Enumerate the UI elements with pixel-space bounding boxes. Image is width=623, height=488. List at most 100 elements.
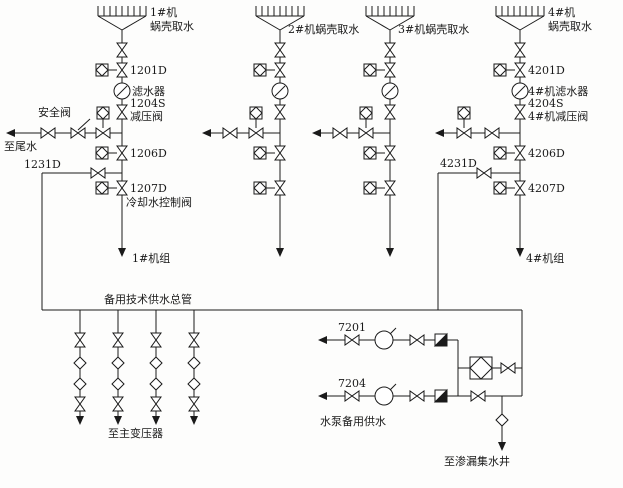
valve-icon — [150, 332, 162, 348]
safety-valve-label: 安全阀 — [38, 105, 71, 119]
actuator-icon — [249, 106, 263, 129]
pump-7204-label: 7204 — [338, 377, 366, 390]
valve-icon — [112, 396, 124, 412]
actuator-icon — [363, 63, 386, 77]
valve-4206d-label: 4206D — [528, 147, 565, 160]
pump-backup-supply-label: 水泵备用供水 — [320, 414, 386, 428]
actuator-icon — [363, 146, 386, 160]
cooling-control-valve-label: 冷却水控制阀 — [126, 195, 192, 209]
backup-main-label: 备用技术供水总管 — [104, 292, 192, 306]
valve-icon — [484, 127, 500, 139]
valve-icon — [222, 127, 238, 139]
flow-arrow-icon — [312, 129, 321, 137]
valve-4204s-label: 4204S — [528, 97, 564, 110]
valve-icon — [95, 127, 111, 139]
valve-icon — [476, 167, 492, 179]
unit1-intake-label-line1: 1#机 — [150, 5, 177, 19]
flow-arrow-icon — [118, 248, 126, 257]
actuator-icon — [95, 181, 118, 195]
reducing-valve-icon — [514, 104, 526, 120]
unit1-intake-label-line2: 蜗壳取水 — [150, 19, 194, 33]
actuator-icon — [253, 146, 276, 160]
valve-icon — [112, 332, 124, 348]
meter-icon — [149, 377, 163, 391]
meter-icon — [73, 356, 87, 370]
reducing-valve-icon — [384, 104, 396, 120]
valve-icon — [500, 362, 516, 374]
pump-7201-label: 7201 — [338, 321, 366, 334]
unit4-reducer-label: 4#机减压阀 — [528, 109, 588, 123]
to-tailwater-label: 至尾水 — [4, 140, 37, 153]
valve-icon — [514, 42, 526, 58]
valve-4231d-label: 4231D — [440, 157, 477, 170]
check-valve-icon — [434, 333, 448, 347]
pump-icon — [374, 327, 397, 350]
valve-icon — [90, 167, 106, 179]
valve-1204s-label: 1204S — [130, 97, 166, 110]
valve-1206d-label: 1206D — [130, 147, 167, 160]
control-valve-icon — [116, 180, 128, 196]
intake-screen-icon — [495, 5, 545, 31]
valve-icon — [384, 145, 396, 161]
valve-icon — [409, 390, 425, 402]
valve-1231d-label: 1231D — [24, 158, 61, 171]
valve-icon — [116, 145, 128, 161]
labels-layer: 1#机 蜗壳取水 1201D 滤水器 1204S 减压阀 安全阀 至尾水 120… — [4, 5, 592, 468]
valve-icon — [116, 42, 128, 58]
unit1-reducer-label: 减压阀 — [130, 109, 163, 123]
valve-4207d-label: 4207D — [528, 182, 565, 195]
unit4-outlet-label: 4#机组 — [526, 251, 564, 265]
valve-1207d-label: 1207D — [130, 182, 167, 195]
filter-icon — [511, 82, 529, 100]
actuator-icon — [493, 181, 516, 195]
control-valve-icon — [274, 180, 286, 196]
valve-icon — [514, 145, 526, 161]
meter-icon — [187, 377, 201, 391]
pipe-lines — [14, 30, 523, 442]
actuator-icon — [96, 106, 110, 129]
valve-icon — [332, 127, 348, 139]
actuator-icon — [95, 146, 118, 160]
to-transformer-label: 至主变压器 — [108, 426, 163, 440]
flow-arrow-icon — [516, 248, 524, 257]
unit4-intake-label-line2: 蜗壳取水 — [548, 19, 592, 33]
unit3-intake-label: 3#机蜗壳取水 — [398, 22, 469, 36]
to-leakage-sump-label: 至渗漏集水井 — [444, 454, 510, 468]
valve-icon — [274, 62, 286, 78]
valve-icon — [384, 62, 396, 78]
valve-icon — [74, 396, 86, 412]
valve-icon — [74, 332, 86, 348]
valve-icon — [344, 390, 360, 402]
actuator-icon — [359, 106, 373, 129]
valve-1201d-label: 1201D — [130, 64, 167, 77]
reducing-valve-icon — [274, 104, 286, 120]
valve-icon — [274, 42, 286, 58]
check-valve-icon — [434, 389, 448, 403]
valve-icon — [188, 332, 200, 348]
valve-icon — [409, 334, 425, 346]
flow-arrow-icon — [498, 442, 506, 451]
actuator-icon — [95, 63, 118, 77]
unit4-filter-label: 4#机滤水器 — [528, 84, 588, 98]
meter-icon — [495, 413, 509, 427]
meter-icon — [73, 377, 87, 391]
meter-icon — [187, 356, 201, 370]
flow-arrow-icon — [6, 129, 15, 137]
flow-arrow-icon — [76, 416, 84, 425]
actuator-icon — [253, 181, 276, 195]
valve-icon — [150, 396, 162, 412]
actuator-icon — [253, 63, 276, 77]
unit1-filter-label: 滤水器 — [132, 85, 165, 98]
flow-arrow-icon — [386, 248, 394, 257]
actuator-icon — [457, 106, 471, 129]
valve-icon — [248, 127, 264, 139]
valve-icon — [470, 390, 486, 402]
reducing-valve-icon — [116, 104, 128, 120]
filter-icon — [271, 82, 289, 100]
actuator-icon — [363, 181, 386, 195]
flow-arrow-icon — [318, 392, 327, 400]
unit2-intake-label: 2#机蜗壳取水 — [288, 22, 359, 36]
symbols-layer — [6, 5, 545, 451]
